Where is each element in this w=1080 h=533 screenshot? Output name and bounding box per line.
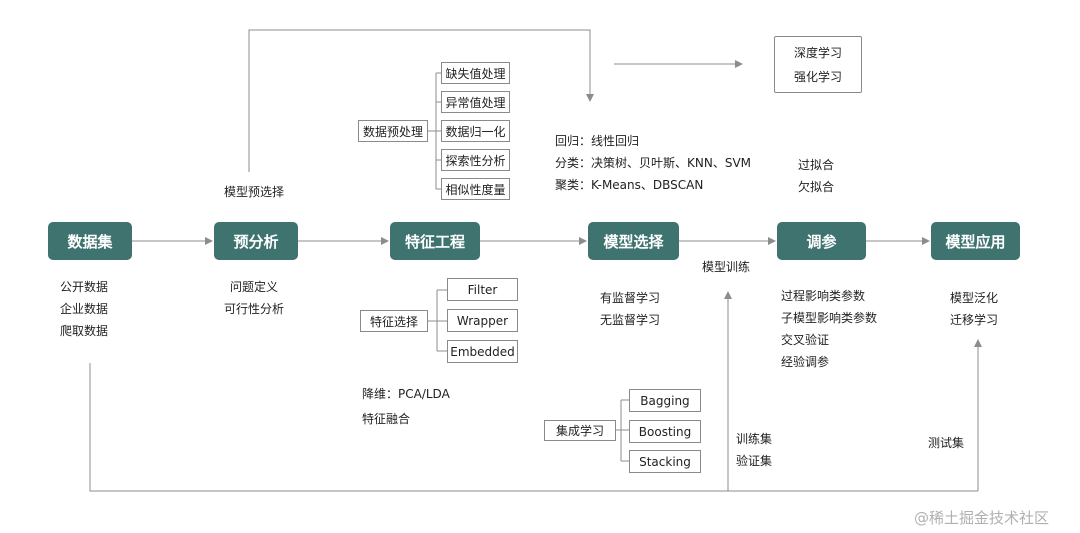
- dataset-source: 爬取数据: [60, 324, 109, 338]
- model-training-label: 模型训练: [702, 260, 751, 274]
- preprocess-item: 数据归一化: [441, 120, 510, 142]
- reinforcement-learning-label: 强化学习: [793, 69, 842, 84]
- ensemble-box: 集成学习: [544, 420, 616, 441]
- feature-fusion-label: 特征融合: [362, 412, 411, 426]
- application-item: 模型泛化: [950, 291, 999, 305]
- tuning-item: 交叉验证: [781, 333, 830, 347]
- train-set-list: 训练集 验证集: [736, 428, 772, 472]
- preprocess-box: 数据预处理: [358, 120, 428, 142]
- model-type-item: 分类：决策树、贝叶斯、KNN、SVM: [555, 156, 752, 170]
- preprocess-item: 异常值处理: [441, 91, 510, 113]
- learning-type-list: 有监督学习 无监督学习: [600, 287, 660, 331]
- tuning-item: 子模型影响类参数: [781, 311, 878, 325]
- stage-dataset: 数据集: [48, 222, 132, 260]
- preanalysis-item: 问题定义: [230, 280, 279, 294]
- preanalysis-item: 可行性分析: [224, 302, 285, 316]
- dataset-source: 公开数据: [60, 280, 109, 294]
- dataset-source-list: 公开数据 企业数据 爬取数据: [60, 276, 108, 342]
- tuning-item: 过程影响类参数: [781, 289, 866, 303]
- deep-learning-label: 深度学习: [793, 45, 842, 60]
- ensemble-item: Bagging: [629, 389, 701, 412]
- fit-item: 欠拟合: [798, 180, 835, 194]
- stage-model-application: 模型应用: [931, 222, 1020, 260]
- stage-model-selection: 模型选择: [588, 222, 679, 260]
- model-type-item: 聚类：K-Means、DBSCAN: [555, 178, 704, 192]
- preanalysis-list: 问题定义 可行性分析: [224, 276, 284, 320]
- application-list: 模型泛化 迁移学习: [950, 287, 998, 331]
- train-set-item: 训练集: [736, 432, 773, 446]
- stage-tuning: 调参: [777, 222, 866, 260]
- stage-feature-engineering: 特征工程: [390, 222, 480, 260]
- test-set-label: 测试集: [928, 436, 965, 450]
- preprocess-item: 相似性度量: [441, 178, 510, 200]
- learning-type-item: 有监督学习: [600, 291, 661, 305]
- watermark: @稀土掘金技术社区: [914, 509, 1050, 527]
- tuning-item: 经验调参: [781, 355, 830, 369]
- model-type-item: 回归：线性回归: [555, 134, 640, 148]
- feature-select-box: 特征选择: [360, 310, 428, 332]
- feature-select-item: Wrapper: [447, 309, 518, 332]
- fit-list: 过拟合 欠拟合: [798, 154, 834, 198]
- preprocess-item: 缺失值处理: [441, 62, 510, 84]
- feature-select-item: Filter: [447, 278, 518, 301]
- deep-learning-box: 深度学习 强化学习: [774, 36, 862, 93]
- ensemble-item: Stacking: [629, 450, 701, 473]
- dimensionality-reduction-label: 降维：PCA/LDA: [362, 387, 450, 401]
- feature-select-item: Embedded: [447, 340, 518, 363]
- model-type-list: 回归：线性回归 分类：决策树、贝叶斯、KNN、SVM 聚类：K-Means、DB…: [555, 130, 751, 196]
- model-preselect-label: 模型预选择: [224, 185, 285, 199]
- train-set-item: 验证集: [736, 454, 773, 468]
- tuning-list: 过程影响类参数 子模型影响类参数 交叉验证 经验调参: [781, 285, 877, 373]
- fit-item: 过拟合: [798, 158, 835, 172]
- dataset-source: 企业数据: [60, 302, 109, 316]
- application-item: 迁移学习: [950, 313, 999, 327]
- preprocess-item: 探索性分析: [441, 149, 510, 171]
- ensemble-item: Boosting: [629, 420, 701, 443]
- stage-preanalysis: 预分析: [214, 222, 298, 260]
- learning-type-item: 无监督学习: [600, 313, 661, 327]
